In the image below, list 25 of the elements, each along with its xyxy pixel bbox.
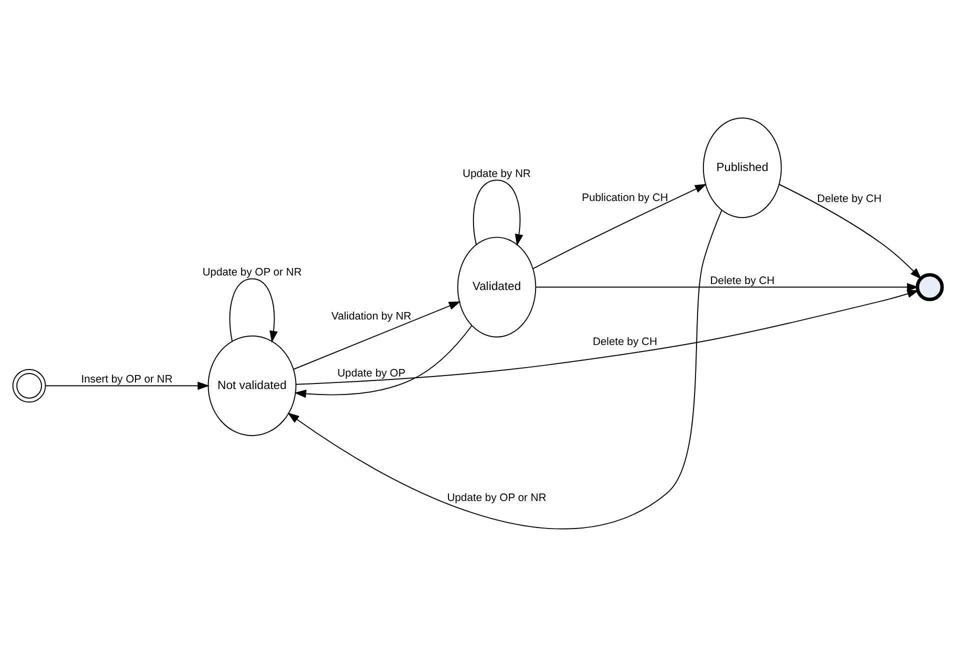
- node-ellipse: Published: [702, 116, 782, 218]
- node-ellipse: Validated: [457, 236, 536, 337]
- arrow: [535, 282, 919, 291]
- arrow: [45, 381, 210, 390]
- edge-label: Update by NR: [462, 167, 531, 180]
- edge-label: Delete by CH: [710, 274, 775, 286]
- node-circle: [12, 368, 46, 402]
- edge-label: Insert by OP or NR: [81, 373, 173, 386]
- edge-label: Validation by NR: [331, 310, 412, 322]
- arrow: [287, 209, 722, 529]
- arrow: [472, 179, 524, 246]
- edge-label: Publication by CH: [582, 192, 668, 204]
- edge-label: Delete by CH: [592, 336, 658, 348]
- arrow: [229, 278, 278, 342]
- arrow: [532, 183, 707, 268]
- arrow: [778, 183, 922, 280]
- edge-label: Update by OP or NR: [202, 266, 302, 278]
- node-ellipse: Not validated: [208, 334, 296, 436]
- edge-label: Update by OP: [337, 367, 406, 380]
- arrow: [293, 300, 461, 370]
- edge-label: Update by OP or NR: [447, 492, 546, 504]
- node-circle: [916, 272, 944, 301]
- edge-label: Delete by CH: [817, 192, 882, 205]
- arrow: [294, 324, 472, 398]
- arrow: [296, 289, 920, 384]
